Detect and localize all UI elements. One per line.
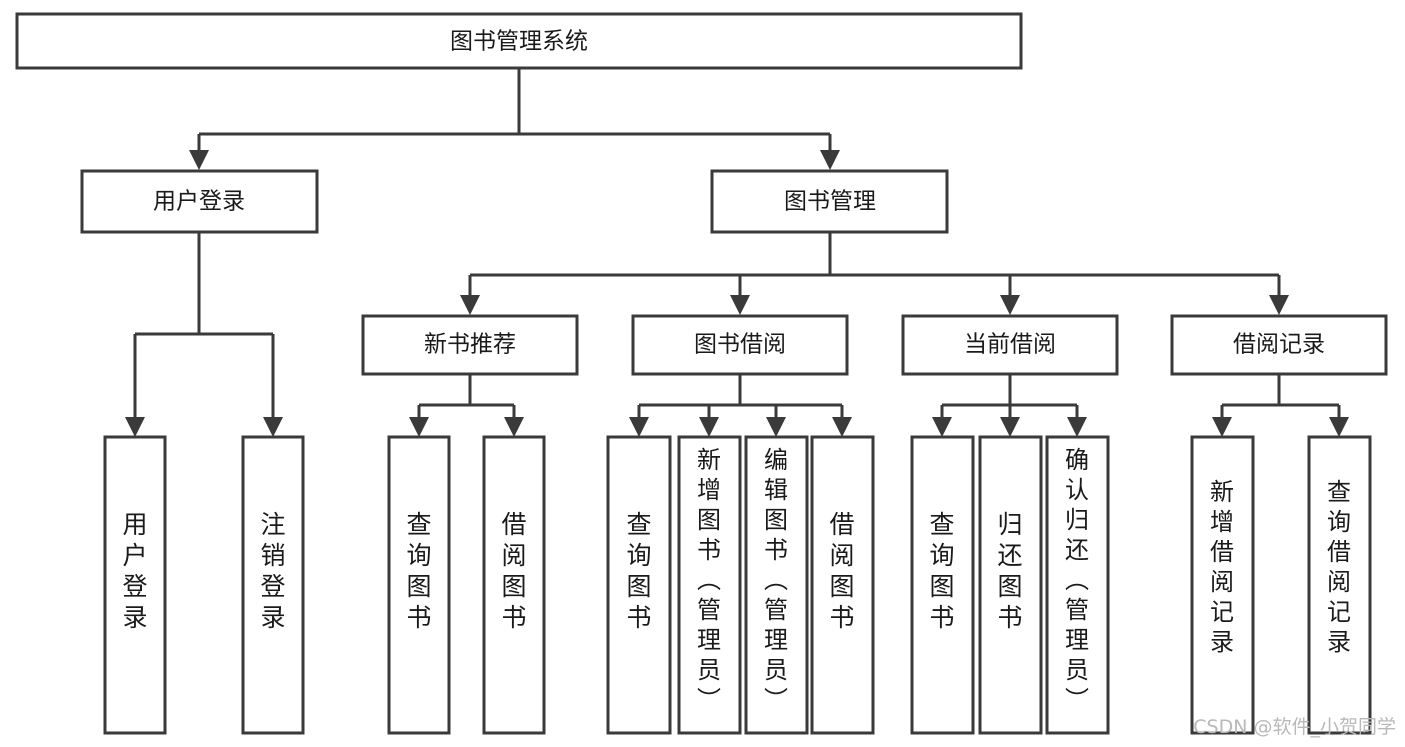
node-book-borrow-label: 图书借阅: [694, 332, 786, 358]
node-book-borrow-box[interactable]: [631, 314, 849, 376]
arrow-head-cb-leaf2: [1000, 417, 1020, 437]
node-leaf-return-book-label: 归还图书: [997, 510, 1022, 632]
node-leaf-edit-book-label: 编辑图书︵管理员︶: [764, 446, 788, 714]
node-leaf-borrow-book-2[interactable]: 借阅图书: [810, 435, 875, 735]
node-user-login-label: 用户登录: [153, 189, 245, 215]
node-borrow-record[interactable]: 借阅记录: [1170, 314, 1388, 376]
connector-layer: [125, 68, 1349, 437]
node-leaf-add-record-box[interactable]: [1190, 435, 1255, 735]
arrow-head-book-borrow: [730, 295, 750, 315]
arrow-head-leaf-user-login: [125, 417, 145, 437]
arrow-head-nb-leaf2: [504, 417, 524, 437]
node-leaf-borrow-book-2-box[interactable]: [810, 435, 875, 735]
arrow-head-br-leaf2: [1329, 417, 1349, 437]
node-book-borrow[interactable]: 图书借阅: [631, 314, 849, 376]
node-leaf-user-login[interactable]: 用户登录: [103, 435, 167, 735]
node-book-manage-label: 图书管理: [784, 189, 876, 215]
arrow-head-nb-leaf1: [409, 417, 429, 437]
node-leaf-query-record-label: 查询借阅记录: [1327, 478, 1351, 656]
node-root-label: 图书管理系统: [450, 29, 588, 55]
arrow-head-current-borrow: [1000, 295, 1020, 315]
node-leaf-query-book-1-box[interactable]: [387, 435, 451, 735]
node-leaf-query-book-3-box[interactable]: [910, 435, 975, 735]
csdn-watermark: CSDN @软件_小贺同学: [1193, 716, 1396, 738]
node-leaf-return-book-box[interactable]: [978, 435, 1043, 735]
node-leaf-add-record[interactable]: 新增借阅记录: [1190, 435, 1255, 735]
node-book-manage[interactable]: 图书管理: [710, 169, 949, 234]
node-leaf-logout-login-label: 注销登录: [260, 510, 285, 632]
node-leaf-edit-book-box[interactable]: [744, 435, 809, 735]
node-leaf-query-book-1[interactable]: 查询图书: [387, 435, 451, 735]
node-leaf-query-book-2-label: 查询图书: [626, 510, 651, 632]
node-root[interactable]: 图书管理系统: [15, 12, 1023, 70]
node-leaf-add-record-label: 新增借阅记录: [1210, 478, 1234, 656]
node-leaf-add-book-label: 新增图书︵管理员︶: [697, 446, 721, 714]
node-leaf-query-book-3-label: 查询图书: [929, 510, 954, 632]
node-leaf-confirm-return-label: 确认归还︵管理员︶: [1065, 446, 1089, 714]
arrow-head-bb-leaf1: [629, 417, 649, 437]
node-root-box[interactable]: [15, 12, 1023, 70]
node-leaf-borrow-book-2-label: 借阅图书: [829, 510, 854, 632]
node-user-login-box[interactable]: [80, 169, 319, 234]
arrow-head-new-book: [460, 295, 480, 315]
node-current-borrow-box[interactable]: [901, 314, 1119, 376]
arrow-head-cb-leaf3: [1067, 417, 1087, 437]
node-current-borrow-label: 当前借阅: [964, 332, 1056, 358]
arrow-head-bb-leaf4: [832, 417, 852, 437]
node-leaf-edit-book[interactable]: 编辑图书︵管理员︶: [744, 435, 809, 735]
node-leaf-confirm-return[interactable]: 确认归还︵管理员︶: [1045, 435, 1110, 735]
node-borrow-record-box[interactable]: [1170, 314, 1388, 376]
node-leaf-logout-login[interactable]: 注销登录: [241, 435, 305, 735]
node-leaf-query-book-2-box[interactable]: [606, 435, 672, 735]
node-leaf-user-login-label: 用户登录: [122, 510, 147, 632]
node-leaf-borrow-book-1-label: 借阅图书: [501, 510, 526, 632]
node-leaf-query-book-2[interactable]: 查询图书: [606, 435, 672, 735]
node-leaf-user-login-box[interactable]: [103, 435, 167, 735]
arrow-head-book-manage: [820, 150, 840, 170]
node-borrow-record-label: 借阅记录: [1233, 332, 1325, 358]
arrow-head-user-login: [189, 150, 209, 170]
arrow-head-leaf-logout: [263, 417, 283, 437]
node-leaf-borrow-book-1-box[interactable]: [482, 435, 546, 735]
node-leaf-confirm-return-box[interactable]: [1045, 435, 1110, 735]
node-new-book-recommend-box[interactable]: [361, 314, 579, 376]
node-leaf-return-book[interactable]: 归还图书: [978, 435, 1043, 735]
arrow-head-borrow-record: [1269, 295, 1289, 315]
node-leaf-query-record-box[interactable]: [1307, 435, 1372, 735]
arrow-head-br-leaf1: [1212, 417, 1232, 437]
node-current-borrow[interactable]: 当前借阅: [901, 314, 1119, 376]
arrow-head-bb-leaf2: [699, 417, 719, 437]
node-leaf-logout-login-box[interactable]: [241, 435, 305, 735]
node-leaf-add-book-box[interactable]: [677, 435, 742, 735]
node-leaf-query-book-1-label: 查询图书: [406, 510, 431, 632]
node-leaf-add-book[interactable]: 新增图书︵管理员︶: [677, 435, 742, 735]
node-leaf-query-book-3[interactable]: 查询图书: [910, 435, 975, 735]
node-leaf-borrow-book-1[interactable]: 借阅图书: [482, 435, 546, 735]
node-leaf-query-record[interactable]: 查询借阅记录: [1307, 435, 1372, 735]
node-new-book-recommend-label: 新书推荐: [424, 332, 516, 358]
node-new-book-recommend[interactable]: 新书推荐: [361, 314, 579, 376]
node-user-login[interactable]: 用户登录: [80, 169, 319, 234]
node-book-manage-box[interactable]: [710, 169, 949, 234]
arrow-head-cb-leaf1: [932, 417, 952, 437]
arrow-head-bb-leaf3: [766, 417, 786, 437]
